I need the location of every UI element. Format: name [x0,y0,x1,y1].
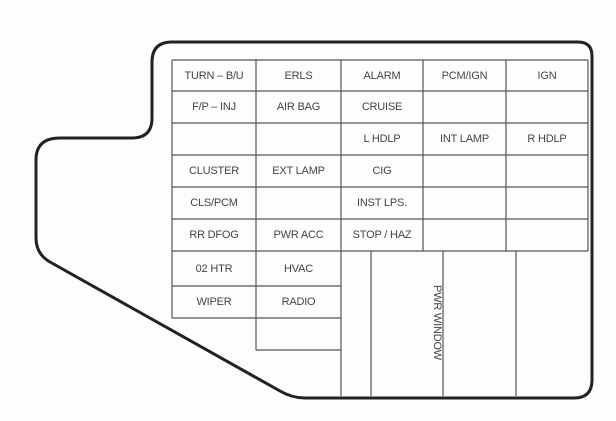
fuse-slot: ALARM [363,69,401,82]
fuse-slot [423,187,506,219]
fuse-slot [172,123,256,155]
fuse-slot [423,219,506,251]
fuse-slot: PWR ACC [273,229,324,241]
fuse-slot: F/P – INJ [192,101,236,113]
fuse-slot-pwr-window: PWR WINDOW [431,284,443,360]
fuse-slot: INT LAMP [440,133,489,145]
fuse-slot: R HDLP [527,133,567,145]
fuse-slot: INST LPS. [357,197,407,209]
fuse-slot: RADIO [281,296,316,308]
fuse-slot: L HDLP [363,133,401,145]
fuse-slot [506,91,588,123]
fuse-slot [423,91,506,123]
fuse-slot: CLS/PCM [190,197,238,209]
fuse-slot: HVAC [284,262,313,275]
fuse-slot [506,187,588,219]
fuse-slot: AIR BAG [276,101,321,113]
fuse-slot: IGN [537,69,557,82]
fuse-slot [256,187,341,219]
fuse-slot: PCM/IGN [441,69,488,82]
fuse-slot: CIG [372,165,392,177]
fuse-slot: TURN – B/U [184,69,244,82]
fuse-slot: CRUISE [361,101,403,113]
fuse-slot: CLUSTER [189,165,239,177]
fuse-slot: STOP / HAZ [352,229,412,241]
fuse-slot: WIPER [196,296,232,308]
fuse-slot: RR DFOG [189,229,239,241]
fuse-slot: EXT LAMP [272,165,325,177]
fuse-slot [506,155,588,187]
fuse-slot [423,155,506,187]
fuse-slot [256,123,341,155]
fuse-slot [506,219,588,251]
fuse-slot: ERLS [284,69,313,82]
fuse-slot: 02 HTR [195,262,233,275]
